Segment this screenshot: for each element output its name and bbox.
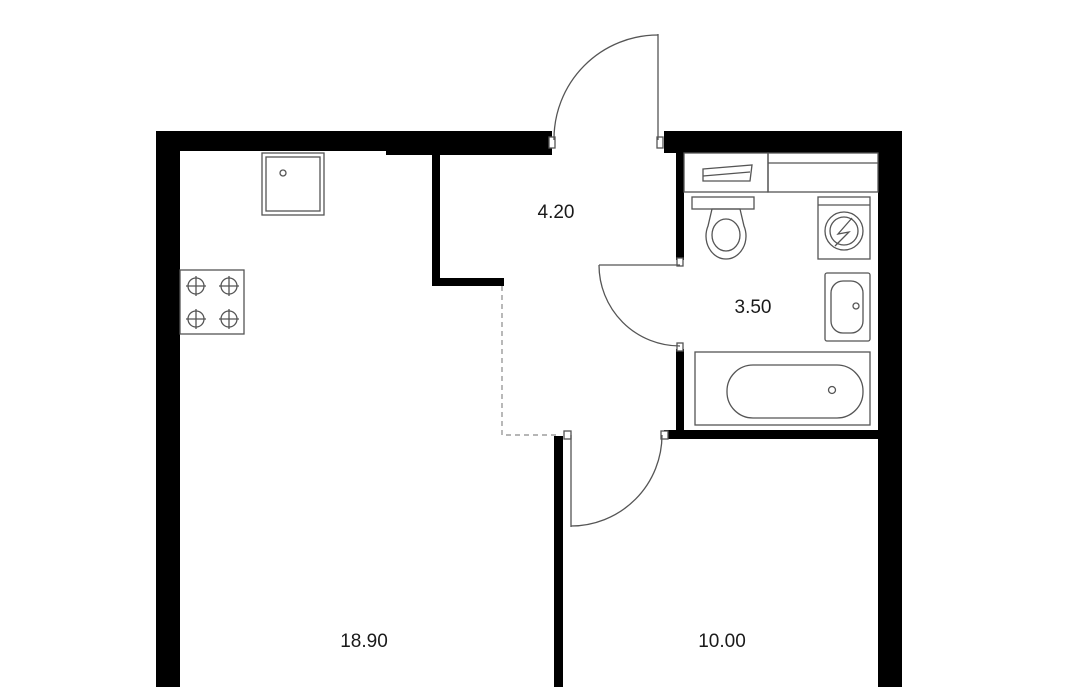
wall-hall-partition-horizontal [432, 278, 504, 286]
wall-top-middle [386, 131, 552, 155]
door-swing-icon [598, 264, 681, 347]
sink-icon [261, 152, 325, 216]
washbasin-icon [824, 272, 871, 342]
stove-icon [179, 269, 245, 335]
door-bedroom [563, 430, 669, 527]
door-swing-icon [553, 34, 659, 141]
wall-top-left [156, 131, 388, 151]
zone-boundary-dashed [501, 286, 556, 436]
washing-machine-icon [817, 196, 871, 260]
wall-outer-left [156, 131, 180, 687]
bathroom-fixtures [683, 152, 879, 426]
wall-living-bedroom [554, 436, 563, 687]
bath-cabinet [683, 152, 769, 193]
wall-top-right [664, 131, 902, 153]
room-area-bedroom: 10.00 [698, 631, 746, 652]
wall-bath-left-upper [676, 153, 684, 260]
bath-cabinet-inner [767, 152, 879, 193]
door-swing-icon [570, 434, 663, 527]
wall-bath-bottom [664, 430, 902, 439]
doors [548, 34, 684, 527]
bathtub-icon [694, 351, 871, 426]
room-area-bathroom: 3.50 [735, 297, 772, 318]
wall-outer-right [878, 131, 902, 687]
door-bathroom [598, 257, 684, 352]
wall-hall-partition-vertical [432, 153, 440, 286]
walls [156, 131, 902, 687]
toilet-icon [691, 164, 755, 260]
wall-bath-left-lower [676, 349, 684, 439]
door-entrance [548, 34, 664, 149]
room-area-kitchen-living: 18.90 [340, 631, 388, 652]
room-area-hallway: 4.20 [538, 202, 575, 223]
